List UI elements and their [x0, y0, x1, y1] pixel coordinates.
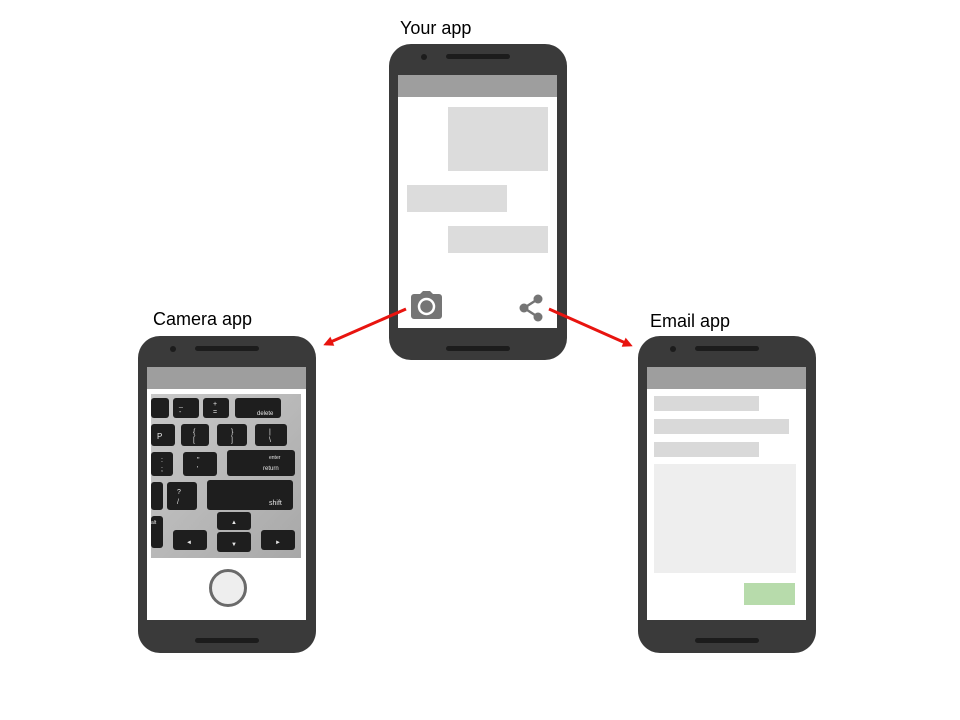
your-app-screen	[398, 75, 557, 328]
key-backslash: \	[269, 437, 271, 444]
camera-app-phone: - _ + = delete P { [ } ] | \ : ; " ' ent…	[138, 336, 316, 653]
email-app-phone	[638, 336, 816, 653]
bottom-speaker	[195, 638, 259, 643]
key-shift: shift	[269, 500, 282, 507]
email-app-appbar	[647, 367, 806, 389]
key-semicolon: ;	[161, 466, 163, 473]
key-delete: delete	[257, 411, 274, 417]
key-colon: :	[161, 457, 163, 464]
message-bubble-2	[407, 185, 507, 212]
send-button[interactable]	[744, 583, 795, 605]
key-return: return	[263, 466, 279, 472]
camera-app-screen: - _ + = delete P { [ } ] | \ : ; " ' ent…	[147, 367, 306, 620]
key-question: ?	[177, 489, 181, 496]
message-bubble-3	[448, 226, 548, 253]
key-plus: +	[213, 401, 217, 408]
key-equals: =	[213, 409, 217, 416]
share-icon[interactable]	[518, 294, 544, 322]
camera-app-label: Camera app	[153, 309, 253, 329]
key-underscore: _	[178, 401, 183, 408]
key-bracket-close: ]	[231, 437, 233, 444]
key-arrow-right: ►	[275, 540, 281, 546]
camera-icon[interactable]	[411, 291, 442, 319]
your-app-phone	[389, 44, 567, 360]
camera-app-appbar	[147, 367, 306, 389]
top-speaker	[695, 346, 759, 351]
front-camera-dot	[670, 346, 676, 352]
key-arrow-left: ◄	[186, 540, 192, 546]
key-dquote: "	[197, 457, 200, 464]
key-bracket-open: [	[193, 437, 195, 444]
email-cc-field[interactable]	[654, 419, 789, 434]
key-alt: alt	[151, 520, 157, 526]
email-subject-field[interactable]	[654, 442, 759, 457]
email-body-field[interactable]	[654, 464, 796, 573]
key-brace-close: }	[231, 429, 234, 436]
your-app-label: Your app	[400, 18, 472, 38]
front-camera-dot	[170, 346, 176, 352]
key-squote: '	[197, 466, 198, 473]
your-app-appbar	[398, 75, 557, 97]
bottom-speaker	[695, 638, 759, 643]
shutter-button[interactable]	[209, 569, 247, 607]
email-to-field[interactable]	[654, 396, 759, 411]
key-brace-open: {	[193, 429, 196, 436]
email-app-label: Email app	[650, 311, 731, 331]
key-enter: enter	[269, 455, 281, 461]
key-dash: -	[179, 409, 182, 416]
arrow-to-email-app	[548, 307, 633, 347]
top-speaker	[446, 54, 510, 59]
key-arrow-down: ▼	[231, 542, 237, 548]
front-camera-dot	[421, 54, 427, 60]
key-p: P	[157, 432, 162, 441]
top-speaker	[195, 346, 259, 351]
arrow-to-camera-app	[323, 307, 407, 346]
key-slash: /	[177, 499, 179, 506]
key-pipe: |	[269, 429, 271, 436]
email-app-screen	[647, 367, 806, 620]
message-bubble-1	[448, 107, 548, 171]
bottom-speaker	[446, 346, 510, 351]
keyboard-photo: - _ + = delete P { [ } ] | \ : ; " ' ent…	[151, 394, 301, 558]
key-arrow-up: ▲	[231, 520, 237, 526]
